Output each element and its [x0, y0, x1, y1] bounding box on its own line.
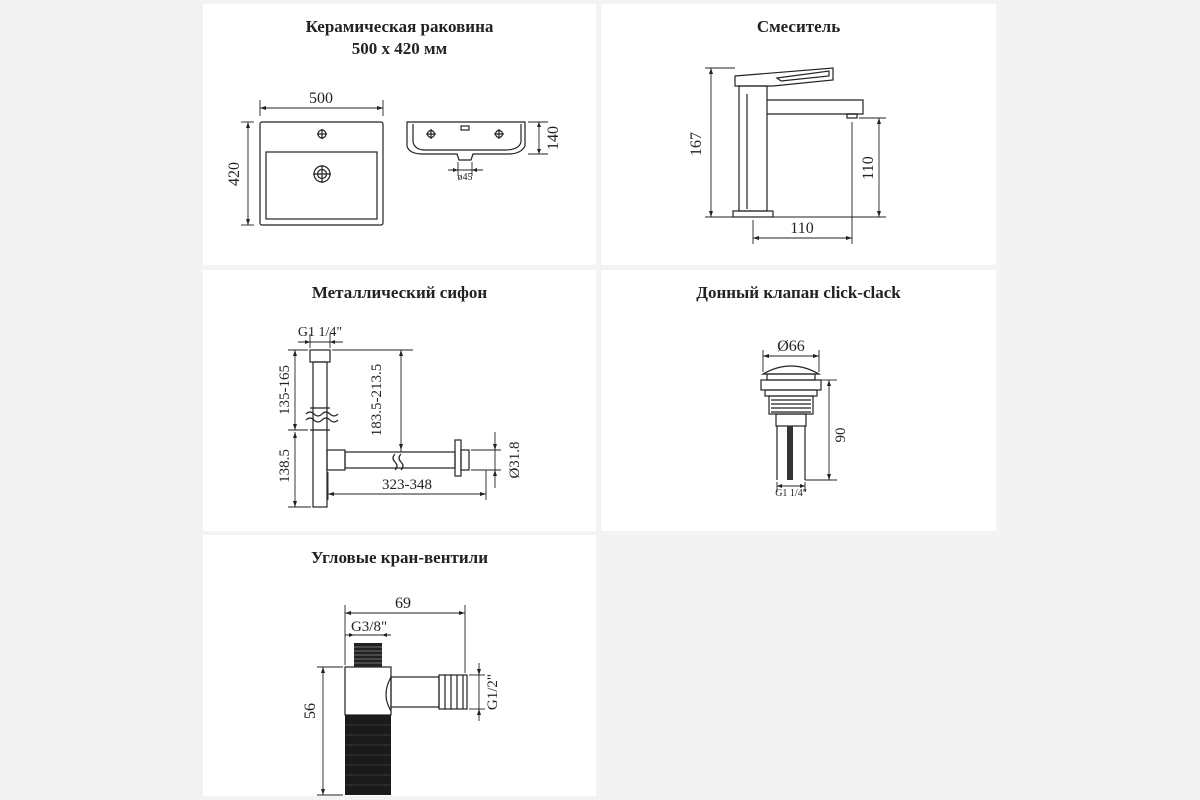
- siphon-panel: Металлический сифон G1 1/4" 135-165 138.…: [203, 270, 596, 531]
- valve-height-label: 90: [833, 428, 849, 443]
- sink-drain-label: ø45: [458, 172, 473, 183]
- mixer-height-label: 167: [688, 132, 705, 156]
- siphon-lower-label: 138.5: [277, 449, 293, 483]
- siphon-upper-label: 135-165: [277, 365, 293, 415]
- sink-width-label: 500: [309, 90, 333, 107]
- angle-valve-title: Угловые кран-вентили: [310, 548, 488, 567]
- sink-title: Керамическая раковина 500 x 420 мм: [203, 16, 596, 60]
- sink-title-line2: 500 x 420 мм: [351, 39, 448, 58]
- mixer-reach-label: 110: [790, 220, 813, 237]
- mixer-panel: Смеситель 167 110 110: [601, 4, 996, 265]
- angle-valve-drawing: 69 G3/8" 56 G1/2": [302, 595, 501, 796]
- angle-valve-height-label: 56: [302, 703, 319, 719]
- sink-height-label: 140: [545, 126, 562, 150]
- siphon-title: Металлический сифон: [311, 283, 488, 302]
- angle-valve-inlet-label: G3/8": [351, 619, 387, 635]
- valve-title: Донный клапан click-clack: [696, 283, 901, 302]
- valve-thread-label: G1 1/4": [775, 488, 807, 499]
- empty-panel: [601, 535, 996, 796]
- angle-valve-width-label: 69: [395, 595, 411, 612]
- angle-valve-panel: Угловые кран-вентили 69: [203, 535, 596, 796]
- siphon-thread-label: G1 1/4": [298, 325, 342, 340]
- angle-valve-outlet-label: G1/2": [485, 674, 501, 710]
- mixer-spout-height-label: 110: [860, 156, 877, 179]
- siphon-pipe-label: Ø31.8: [507, 441, 523, 478]
- mixer-title: Смеситель: [756, 17, 841, 36]
- sink-drawing: 500 420 ø45 140: [226, 90, 562, 226]
- siphon-length-label: 323-348: [382, 477, 432, 493]
- valve-drawing: Ø66 90 G1 1/4": [760, 338, 849, 499]
- valve-panel: Донный клапан click-clack Ø66 90 G1 1/4": [601, 270, 996, 531]
- sink-title-line1: Керамическая раковина: [305, 17, 494, 36]
- valve-thread-lines: [771, 399, 811, 413]
- valve-diameter-label: Ø66: [777, 338, 805, 355]
- siphon-offset-label: 183.5-213.5: [369, 364, 385, 437]
- sink-panel: Керамическая раковина 500 x 420 мм 500 4…: [203, 4, 596, 265]
- sink-depth-label: 420: [226, 162, 243, 186]
- siphon-drawing: G1 1/4" 135-165 138.5 183.5-213.5 323-34…: [277, 325, 523, 508]
- mixer-drawing: 167 110 110: [688, 67, 886, 244]
